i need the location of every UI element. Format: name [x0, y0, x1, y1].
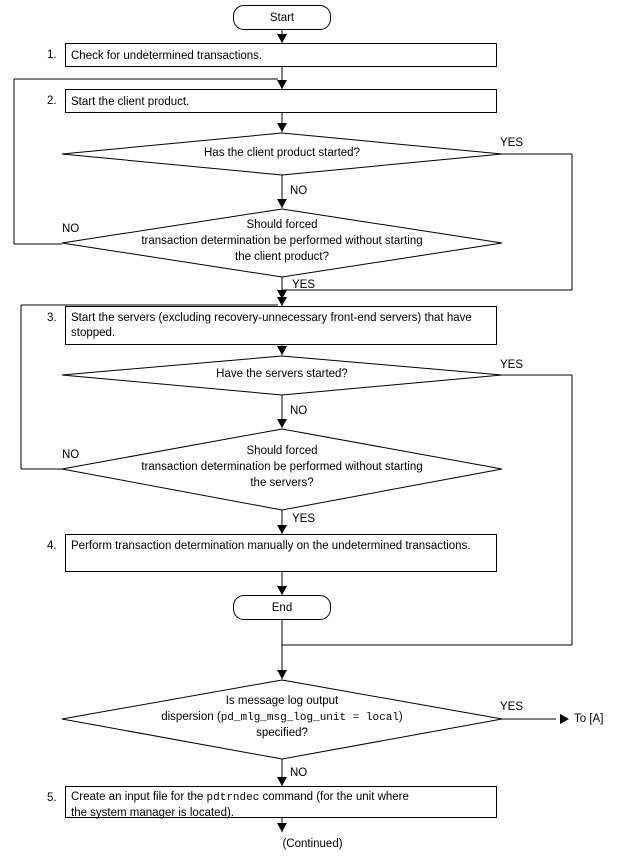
step-1-text: Check for undetermined transactions.: [71, 50, 263, 62]
arrowheads: [277, 34, 569, 832]
decision-diamonds: [61, 132, 503, 760]
decision-4-no-label: NO: [62, 449, 80, 461]
decision-5-line-2-before: dispersion (: [161, 711, 221, 723]
decision-4: Should forced transaction determination …: [62, 429, 502, 510]
decision-2-no-label: NO: [62, 223, 80, 235]
decision-3-line-1: Have the servers started?: [216, 368, 348, 380]
step-3-box: [65, 306, 497, 345]
step-4-box: [65, 534, 497, 572]
step-1-number: 1.: [47, 49, 57, 61]
end-terminal: End: [233, 595, 331, 620]
decision-2-line-3: the client product?: [235, 251, 329, 263]
step-5-text-line2: the system manager is located).: [71, 807, 234, 819]
to-a-connector-label: To [A]: [574, 713, 604, 725]
decision-5-parameter: pd_mlg_msg_log_unit = local: [220, 712, 399, 724]
decision-5: Is message log output dispersion (pd_mlg…: [62, 680, 502, 759]
decision-2: Should forced transaction determination …: [62, 209, 502, 277]
step-2-number: 2.: [47, 95, 57, 107]
step-5-box: [65, 786, 497, 818]
decision-5-no-label: NO: [290, 767, 308, 779]
step-4-number: 4.: [47, 540, 57, 552]
decision-4-yes-label: YES: [292, 513, 316, 525]
decision-4-line-3: the servers?: [250, 477, 314, 489]
continued-caption: (Continued): [282, 838, 343, 850]
step-3-text: Start the servers (excluding recovery-un…: [67, 308, 497, 341]
start-label: Start: [269, 11, 295, 24]
start-terminal: Start: [233, 5, 331, 30]
step-2-text: Start the client product.: [71, 96, 190, 108]
end-label: End: [271, 601, 293, 614]
step-3-text-content: Start the servers (excluding recovery-un…: [71, 312, 472, 339]
decision-5-line-2: dispersion (pd_mlg_msg_log_unit = local): [62, 710, 502, 726]
step-4-text: Perform transaction determination manual…: [71, 540, 471, 552]
step-1-box: [65, 43, 497, 67]
decision-1-yes-label: YES: [500, 137, 524, 149]
decision-3-yes-label: YES: [500, 359, 524, 371]
decision-1-no-label: NO: [290, 185, 308, 197]
step-2-box: [65, 89, 497, 113]
decision-4-line-2: transaction determination be performed w…: [141, 461, 423, 473]
decision-1: Has the client product started?: [62, 133, 502, 175]
decision-1-line-1: Has the client product started?: [204, 147, 360, 159]
step-3-number: 3.: [47, 312, 57, 324]
decision-2-yes-label: YES: [292, 279, 316, 291]
step-5-number: 5.: [47, 792, 57, 804]
decision-5-line-3: specified?: [256, 727, 308, 739]
step-5-text-after: command (for the unit where: [259, 791, 409, 803]
decision-4-line-1: Should forced: [246, 445, 318, 457]
decision-5-yes-label: YES: [500, 701, 524, 713]
step-5-text: Create an input file for the pdtrndec co…: [67, 787, 497, 821]
decision-3-no-label: NO: [290, 405, 308, 417]
decision-5-line-2-after: ): [398, 711, 403, 723]
decision-2-line-1: Should forced: [246, 219, 318, 231]
decision-3: Have the servers started?: [62, 356, 502, 395]
step-5-command: pdtrndec: [206, 792, 260, 804]
step-5-text-before: Create an input file for the: [71, 791, 207, 803]
decision-5-line-1: Is message log output: [225, 695, 339, 707]
decision-2-line-2: transaction determination be performed w…: [141, 235, 423, 247]
